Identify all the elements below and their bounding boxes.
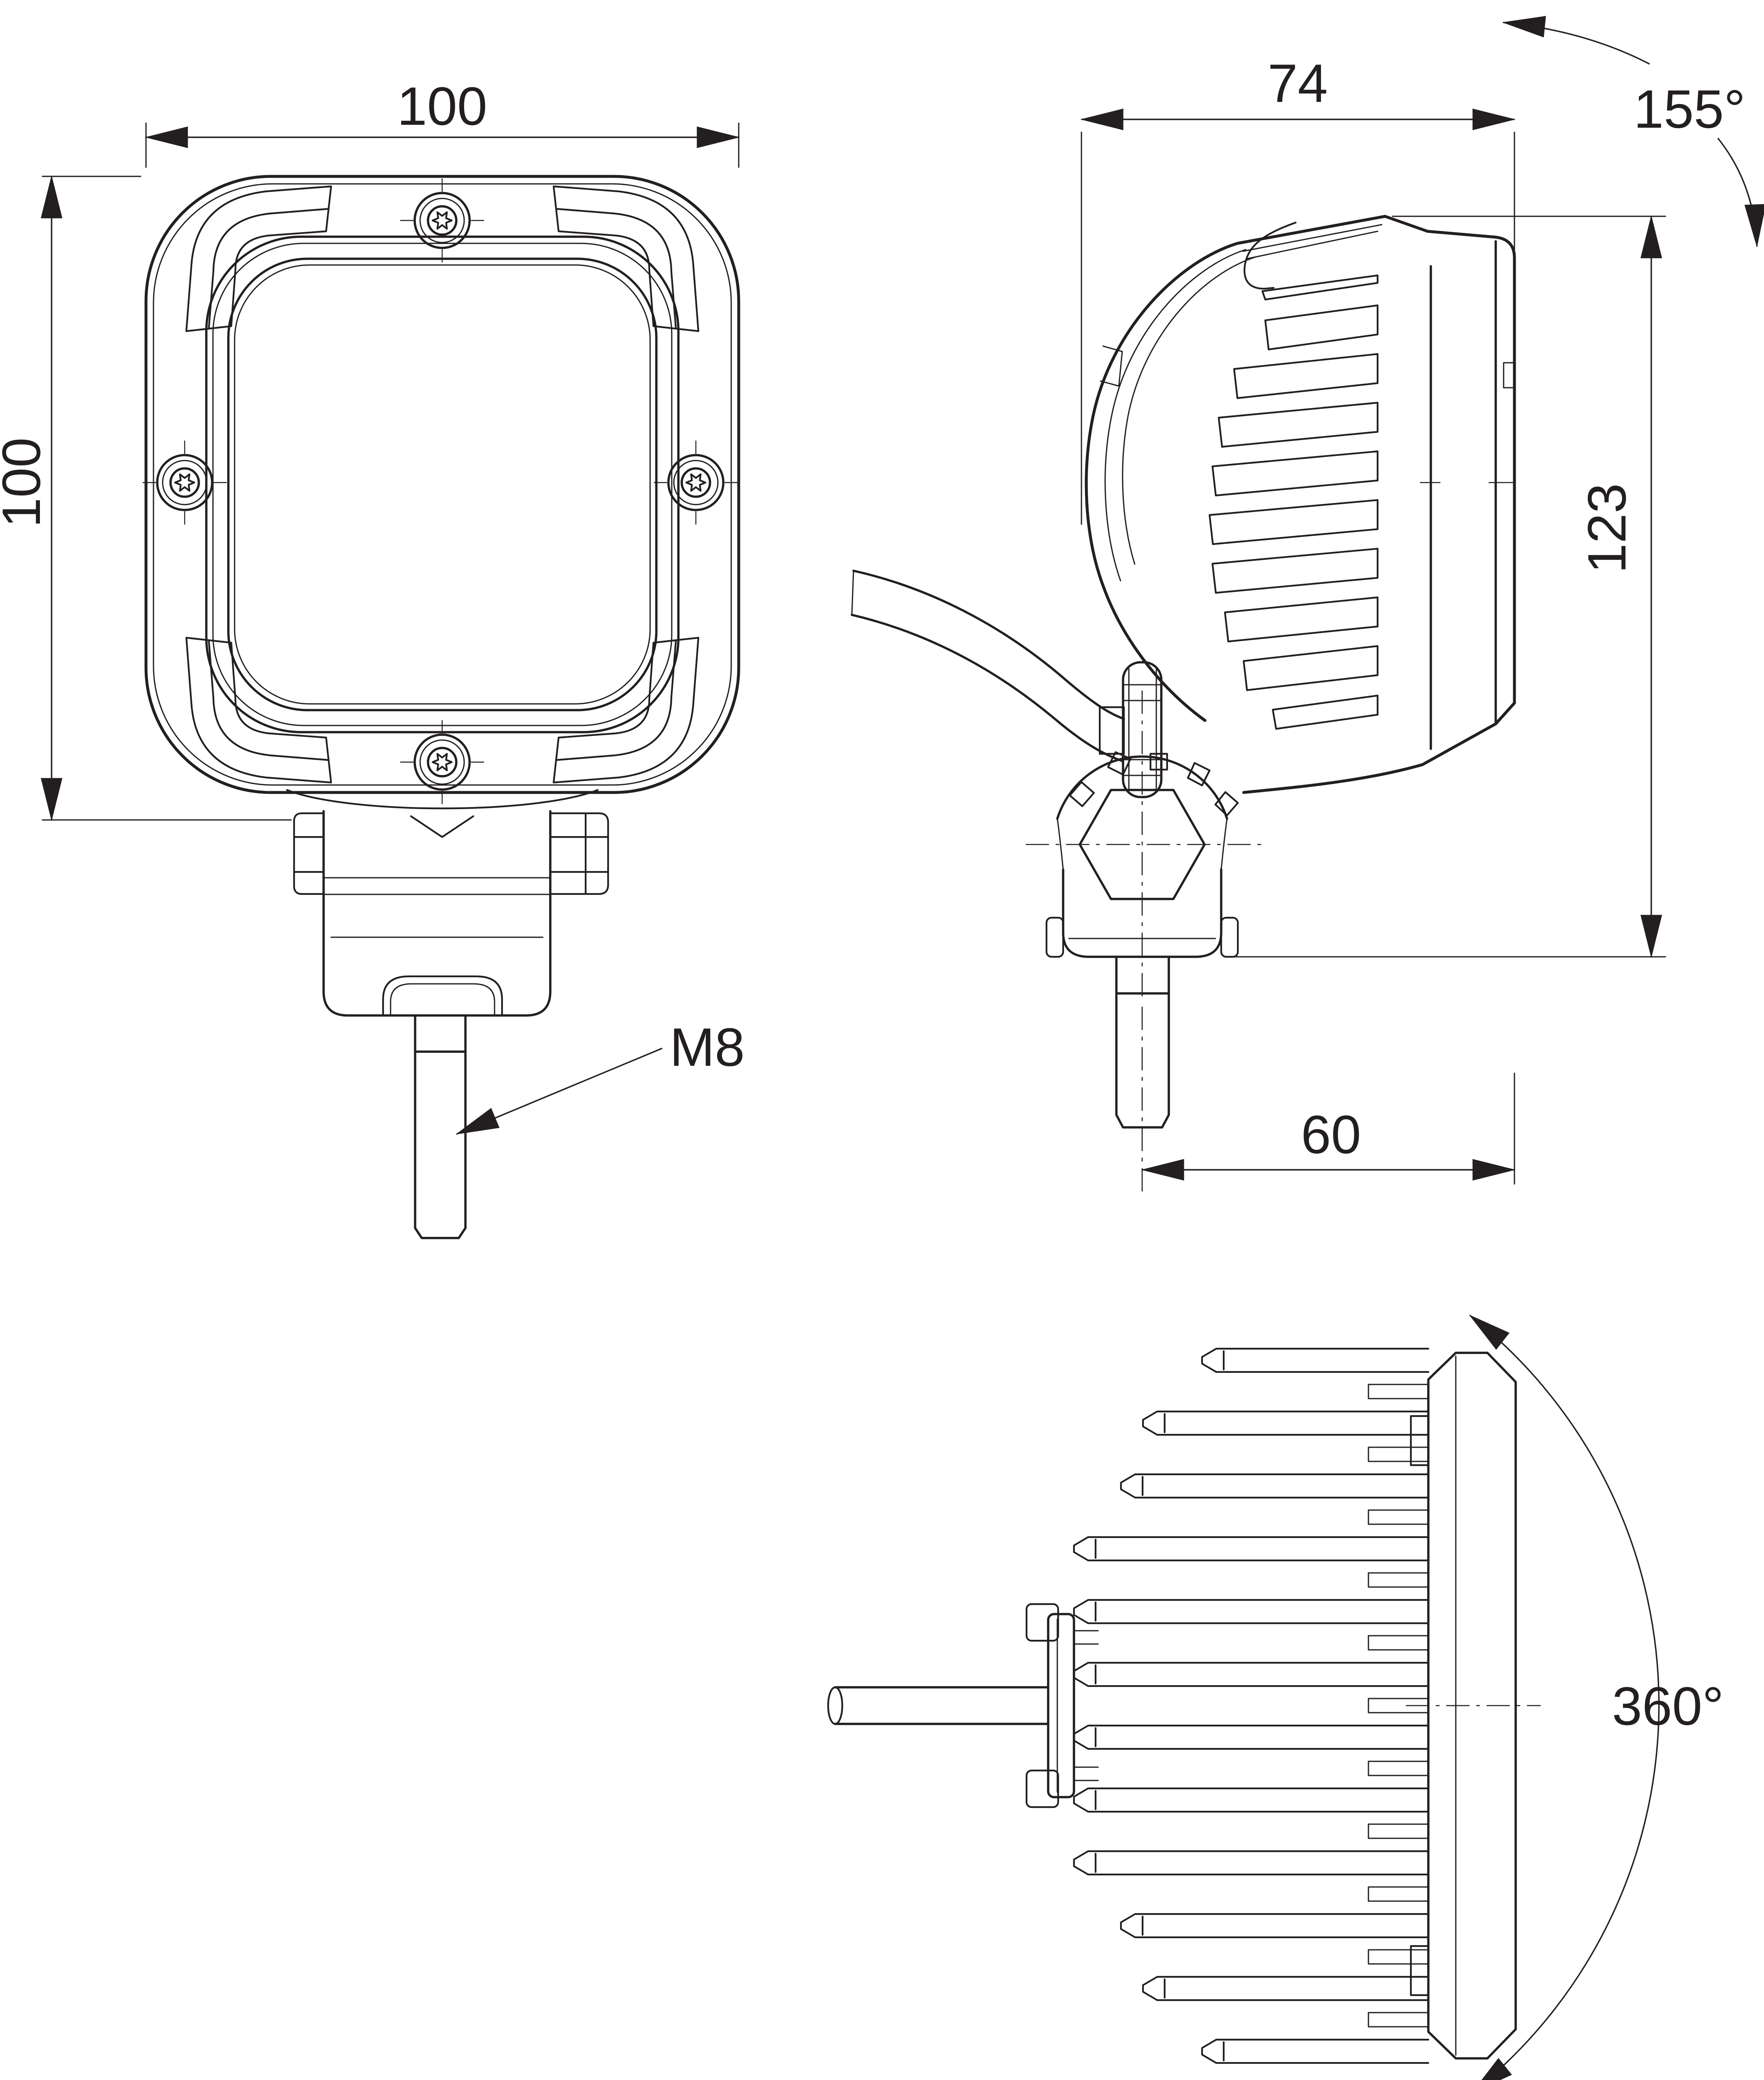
pivot-bolt-head-right xyxy=(549,812,609,895)
side-clip-tab xyxy=(1503,362,1515,389)
dim-side-stud-offset-label: 60 xyxy=(1301,1104,1361,1165)
side-back-plate xyxy=(1242,240,1516,794)
side-front-step xyxy=(1100,345,1123,387)
torx-screw-top xyxy=(401,179,484,262)
rotation-arc xyxy=(1469,1315,1660,2080)
side-heat-sink-fins xyxy=(1208,274,1379,730)
top-view: 360° xyxy=(827,1315,1724,2080)
tilt-arc-lower xyxy=(1717,137,1764,248)
dim-side-depth-label: 74 xyxy=(1268,53,1328,114)
front-neck-chevron xyxy=(410,815,475,838)
front-housing-inner-line xyxy=(153,183,732,786)
front-mounting-stud xyxy=(414,1014,467,1239)
pivot-serrations xyxy=(1069,751,1239,817)
front-housing-chin xyxy=(286,789,599,810)
bracket-foot xyxy=(1062,868,1222,958)
top-clip-tab-lower xyxy=(1410,1945,1430,1996)
front-bracket-slot xyxy=(382,975,503,1017)
rotation-annotation: 360° xyxy=(1469,1315,1724,2080)
dim-front-height: 100 xyxy=(0,175,292,822)
bracket-ear-right xyxy=(1220,916,1239,958)
side-top-edge xyxy=(1236,215,1516,705)
torx-screw-right xyxy=(654,441,737,524)
pivot-nut-left xyxy=(293,812,325,895)
top-back-plate xyxy=(1406,1352,1541,2060)
side-mounting-stud xyxy=(1115,956,1170,1129)
dim-front-width-label: 100 xyxy=(397,76,487,136)
front-lens-inner-line xyxy=(234,264,651,705)
side-bezel-lip xyxy=(1243,221,1297,290)
front-bezel-ring xyxy=(205,235,680,733)
bracket-ear-left xyxy=(1045,916,1064,958)
dim-front-height-label: 100 xyxy=(0,438,52,528)
dim-side-height: 123 xyxy=(1226,215,1666,958)
callout-m8: M8 xyxy=(455,1017,745,1135)
pivot-boss-arc xyxy=(1056,755,1228,820)
top-fin-gaps xyxy=(1368,1384,1429,2028)
top-bracket-plate xyxy=(1025,1603,1099,1808)
torx-screw-left xyxy=(143,441,226,524)
tilt-label: 155° xyxy=(1634,79,1746,139)
strain-relief xyxy=(1098,661,1163,798)
cable xyxy=(851,570,1125,763)
dim-side-depth: 74 xyxy=(1080,53,1516,525)
dim-front-width: 100 xyxy=(144,76,740,168)
dim-side-height-label: 123 xyxy=(1576,483,1637,574)
front-bezel-ring-inner-line xyxy=(212,243,673,726)
stud-thread-label: M8 xyxy=(670,1017,745,1077)
top-cable xyxy=(827,1686,1049,1725)
tilt-arc-upper xyxy=(1502,16,1650,65)
front-corner-pads xyxy=(185,185,700,784)
side-front-bezel xyxy=(1085,242,1239,722)
dim-side-stud-offset: 60 xyxy=(1141,1072,1516,1185)
tilt-annotation: 155° xyxy=(1502,16,1764,248)
front-view: 100 100 M8 xyxy=(0,76,745,1239)
top-heat-sink-teeth xyxy=(1073,1347,1430,2064)
rotation-label: 360° xyxy=(1612,1676,1724,1736)
top-clip-tab-upper xyxy=(1410,1415,1430,1466)
side-view: 74 123 60 155° xyxy=(851,16,1764,1192)
front-lens-edge xyxy=(227,258,658,711)
pivot-bracket xyxy=(1026,691,1264,1192)
front-mounting-bracket xyxy=(293,810,609,1239)
